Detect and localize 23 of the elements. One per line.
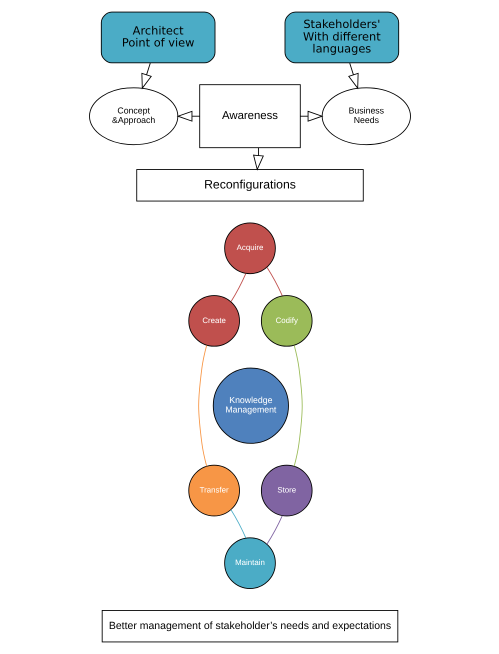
node-circle: Transfer: [188, 464, 240, 516]
node-box: Stakeholders' With different languages: [284, 12, 399, 64]
node-circle: Codify: [260, 295, 312, 347]
node-box: Better management of stakeholder’s needs and expectations: [101, 610, 398, 642]
node-ellipse: Concept &Approach: [88, 87, 178, 146]
node-box: Architect Point of view: [100, 12, 215, 64]
node-circle: Store: [260, 464, 312, 516]
node-circle: Create: [188, 295, 240, 347]
connector: [266, 515, 282, 545]
arrow: [252, 148, 264, 171]
node-box: Awareness: [198, 84, 300, 148]
node-circle: Maintain: [224, 537, 276, 589]
node-box: Reconfigurations: [136, 169, 364, 202]
arrow: [348, 62, 358, 90]
connector: [266, 266, 282, 296]
node-circle: Knowledge Management: [212, 368, 288, 444]
arrow: [140, 62, 152, 90]
node-ellipse: Business Needs: [321, 87, 410, 146]
connector: [230, 273, 246, 302]
connector: [230, 509, 246, 538]
connector: [198, 344, 207, 467]
node-circle: Acquire: [224, 222, 276, 274]
connector: [293, 344, 302, 467]
